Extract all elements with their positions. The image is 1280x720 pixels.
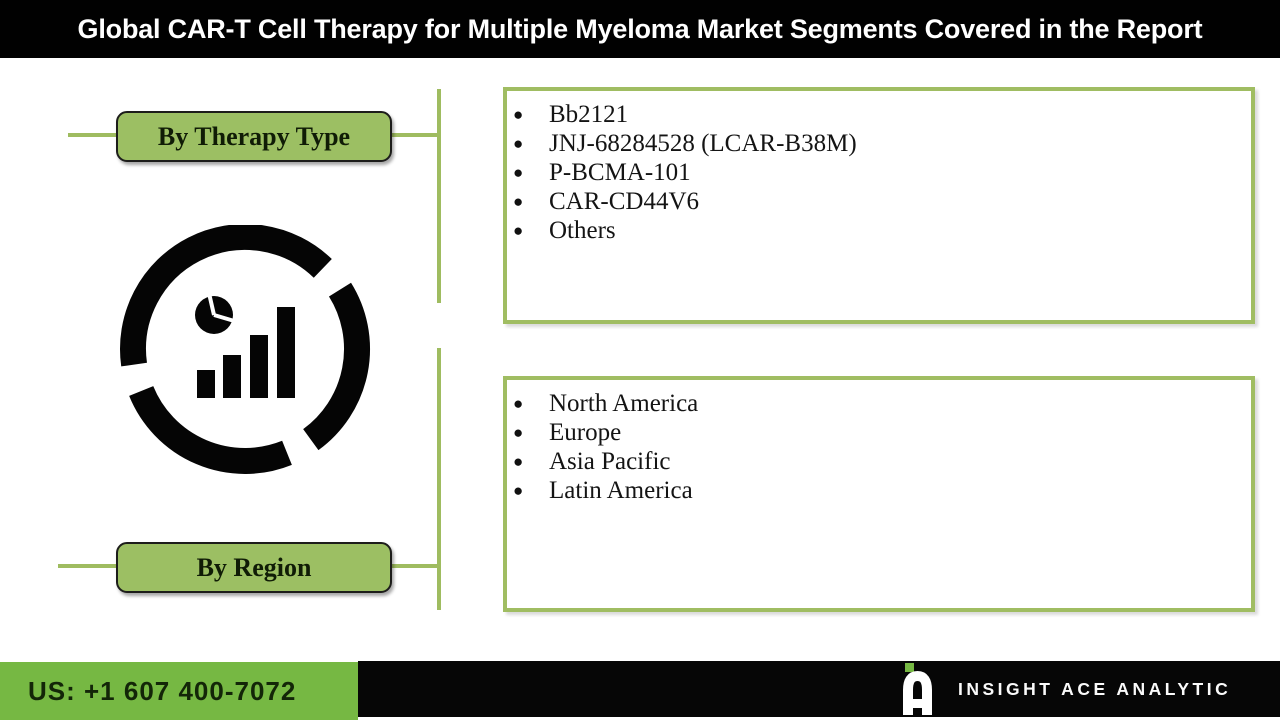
- list-item: ●Bb2121: [513, 100, 629, 128]
- list-item: ●Others: [513, 216, 616, 244]
- bullet-icon: ●: [513, 162, 524, 182]
- by-therapy-type-label: By Therapy Type: [157, 121, 351, 151]
- region-list: ●North America ●Europe ●Asia Pacific ●La…: [507, 380, 1251, 505]
- phone-banner: US: +1 607 400-7072: [0, 662, 358, 720]
- brand-banner: INSIGHT ACE ANALYTIC: [358, 661, 1280, 720]
- by-region-button[interactable]: By Region: [116, 542, 392, 593]
- bullet-icon: ●: [513, 191, 524, 211]
- bullet-icon: ●: [513, 480, 524, 500]
- insight-ace-logo-icon: [903, 663, 932, 715]
- phone-number: US: +1 607 400-7072: [28, 675, 297, 706]
- connector-line-therapy-left: [68, 133, 116, 137]
- market-analytics-chart-icon: [120, 225, 370, 474]
- connector-line-region-right: [392, 564, 438, 568]
- list-item: ●P-BCMA-101: [513, 158, 691, 186]
- therapy-type-box: ●Bb2121 ●JNJ-68284528 (LCAR-B38M) ●P-BCM…: [503, 87, 1255, 324]
- bullet-icon: ●: [513, 422, 524, 442]
- list-item: ●CAR-CD44V6: [513, 187, 700, 215]
- connector-line-therapy-vertical: [437, 89, 441, 303]
- pie-chart-glyph: [195, 290, 237, 334]
- by-region-label: By Region: [196, 552, 312, 582]
- page-title: Global CAR-T Cell Therapy for Multiple M…: [77, 13, 1203, 44]
- list-item: ●North America: [513, 389, 699, 417]
- bullet-icon: ●: [513, 133, 524, 153]
- by-therapy-type-button[interactable]: By Therapy Type: [116, 111, 392, 162]
- bullet-icon: ●: [513, 220, 524, 240]
- brand-name: INSIGHT ACE ANALYTIC: [958, 678, 1232, 699]
- bullet-icon: ●: [513, 104, 524, 124]
- connector-line-therapy-right: [392, 133, 438, 137]
- connector-line-region-left: [58, 564, 116, 568]
- region-box: ●North America ●Europe ●Asia Pacific ●La…: [503, 376, 1255, 612]
- therapy-type-list: ●Bb2121 ●JNJ-68284528 (LCAR-B38M) ●P-BCM…: [507, 91, 1251, 245]
- list-item: ●Latin America: [513, 476, 693, 504]
- bullet-icon: ●: [513, 451, 524, 471]
- list-item: ●JNJ-68284528 (LCAR-B38M): [513, 129, 857, 157]
- header-bar: Global CAR-T Cell Therapy for Multiple M…: [0, 0, 1280, 58]
- list-item: ●Europe: [513, 418, 622, 446]
- list-item: ●Asia Pacific: [513, 447, 671, 475]
- bar-chart-glyph: [197, 307, 295, 398]
- connector-line-region-vertical: [437, 348, 441, 610]
- bullet-icon: ●: [513, 393, 524, 413]
